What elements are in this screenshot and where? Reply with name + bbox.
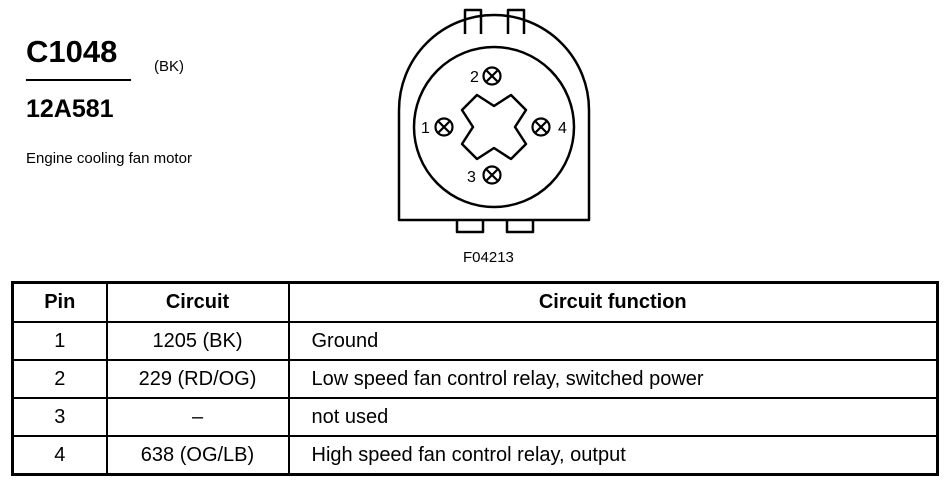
table-row: 2 229 (RD/OG) Low speed fan control rela… bbox=[11, 359, 939, 399]
header-circuit-function: Circuit function bbox=[287, 281, 939, 323]
circuit-cell: – bbox=[105, 397, 290, 437]
table-header-row: Pin Circuit Circuit function bbox=[11, 281, 939, 323]
connector-face-diagram: 2 1 4 3 bbox=[397, 8, 591, 234]
table-row: 4 638 (OG/LB) High speed fan control rel… bbox=[11, 435, 939, 476]
pin-2-terminal bbox=[482, 66, 502, 86]
pinout-table: Pin Circuit Circuit function 1 1205 (BK)… bbox=[11, 281, 939, 476]
pin-2-label: 2 bbox=[470, 69, 479, 86]
connector-housing bbox=[397, 13, 591, 222]
pin-4-label: 4 bbox=[558, 120, 567, 137]
title-underline bbox=[26, 79, 131, 81]
bottom-tab-left bbox=[455, 220, 485, 234]
connector-description: Engine cooling fan motor bbox=[26, 150, 192, 167]
figure-code: F04213 bbox=[463, 249, 514, 266]
table-row: 1 1205 (BK) Ground bbox=[11, 321, 939, 361]
function-cell: Ground bbox=[287, 321, 939, 361]
latch-tab-left bbox=[463, 8, 483, 34]
pin-3-terminal bbox=[482, 165, 502, 185]
pin-1-terminal bbox=[434, 117, 454, 137]
latch-tab-right bbox=[506, 8, 526, 34]
table-row: 3 – not used bbox=[11, 397, 939, 437]
connector-id: C1048 bbox=[26, 34, 118, 69]
header-circuit: Circuit bbox=[105, 281, 290, 323]
circuit-cell: 1205 (BK) bbox=[105, 321, 290, 361]
pin-cell: 2 bbox=[11, 359, 108, 399]
connector-face bbox=[412, 45, 576, 209]
pin-cell: 1 bbox=[11, 321, 108, 361]
pin-cell: 4 bbox=[11, 435, 108, 476]
part-number: 12A581 bbox=[26, 95, 114, 123]
connector-color: (BK) bbox=[154, 58, 184, 75]
pin-3-label: 3 bbox=[467, 169, 476, 186]
header-pin: Pin bbox=[11, 281, 108, 323]
circuit-cell: 229 (RD/OG) bbox=[105, 359, 290, 399]
pin-4-terminal bbox=[531, 117, 551, 137]
circuit-cell: 638 (OG/LB) bbox=[105, 435, 290, 476]
function-cell: Low speed fan control relay, switched po… bbox=[287, 359, 939, 399]
function-cell: High speed fan control relay, output bbox=[287, 435, 939, 476]
center-keyway bbox=[460, 93, 528, 161]
pin-1-label: 1 bbox=[421, 120, 430, 137]
function-cell: not used bbox=[287, 397, 939, 437]
bottom-tab-right bbox=[505, 220, 535, 234]
pin-cell: 3 bbox=[11, 397, 108, 437]
